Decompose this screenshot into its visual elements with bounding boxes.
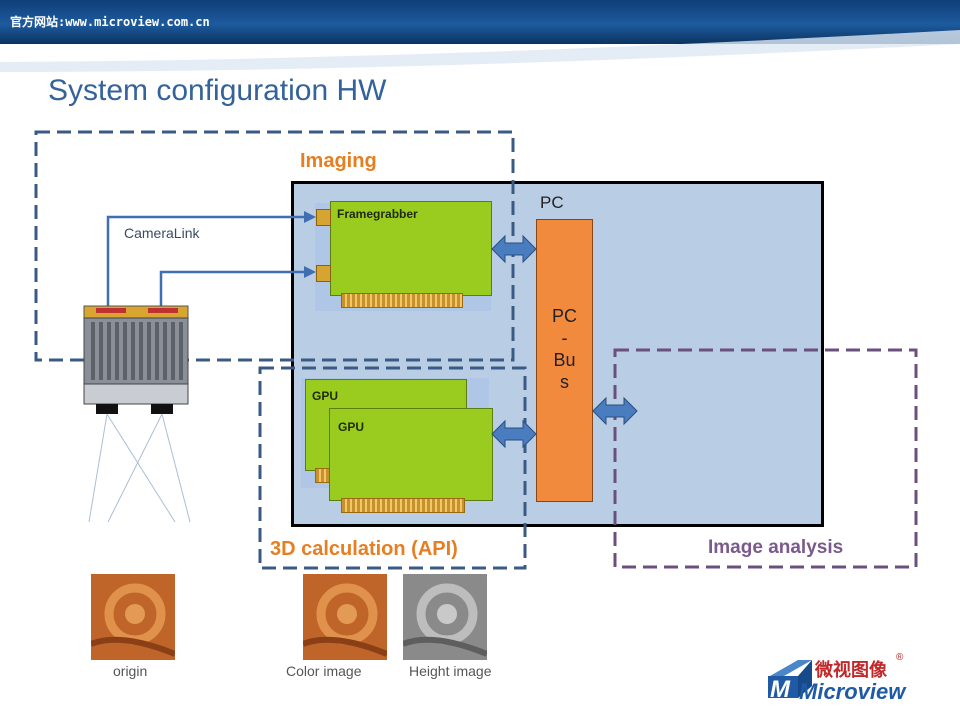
color-image-caption: Color image (286, 663, 362, 679)
header-bar (0, 0, 960, 44)
image-analysis-label: Image analysis (708, 537, 844, 558)
camera-view-lines (88, 413, 191, 523)
calc-3d-label: 3D calculation (API) (270, 538, 458, 560)
header-website-text[interactable]: 官方网站:www.microview.com.cn (10, 15, 210, 29)
microview-logo-mark (768, 660, 812, 698)
header-swoosh (0, 30, 960, 72)
cameralink-cable-1 (106, 215, 310, 307)
arrow-bus-analysis (592, 396, 638, 426)
logo-english-text: Microview (799, 679, 906, 704)
cameralink-label: CameraLink (124, 225, 200, 241)
origin-caption: origin (113, 663, 148, 679)
cameralink-cable-2 (159, 270, 310, 307)
gpu-card-2 (329, 408, 493, 501)
height-image-thumbnail[interactable] (403, 574, 487, 660)
framegrabber-connector-2 (316, 265, 331, 282)
imaging-label: Imaging (300, 150, 377, 172)
camera-device (83, 305, 189, 414)
pc-label: PC (540, 193, 564, 212)
framegrabber-pins (341, 293, 463, 308)
logo-mark-letter: M (770, 676, 790, 703)
color-image-thumbnail[interactable] (303, 574, 387, 660)
image-analysis-dashed-box (613, 348, 918, 569)
gpu-card-2-pins (341, 498, 465, 513)
height-image-caption: Height image (409, 663, 492, 679)
pc-bus-text-line-2: - (561, 328, 568, 348)
pc-bus-text-line-3: Bu (553, 350, 576, 370)
logo-registered-mark: ® (896, 652, 904, 663)
pc-bus: PC - Bu s (536, 219, 593, 502)
cameralink-arrow-2 (304, 266, 316, 278)
page-title: System configuration HW (48, 74, 387, 107)
calc-3d-dashed-box (258, 366, 527, 570)
arrow-gpu-bus (491, 419, 537, 449)
framegrabber-connector-1 (316, 209, 331, 226)
logo-chinese-text: 微视图像 (815, 660, 887, 680)
origin-thumbnail[interactable] (91, 574, 175, 660)
arrow-framegrabber-bus (491, 234, 537, 264)
pc-bus-text-line-4: s (560, 372, 569, 392)
framegrabber-label: Framegrabber (337, 207, 418, 221)
gpu-card-2-label: GPU (338, 420, 365, 434)
framegrabber-card (330, 201, 492, 296)
pc-bus-text-line-1: PC (551, 306, 577, 326)
gpu-card-1-label: GPU (312, 389, 339, 403)
cameralink-arrow-1 (304, 211, 316, 223)
